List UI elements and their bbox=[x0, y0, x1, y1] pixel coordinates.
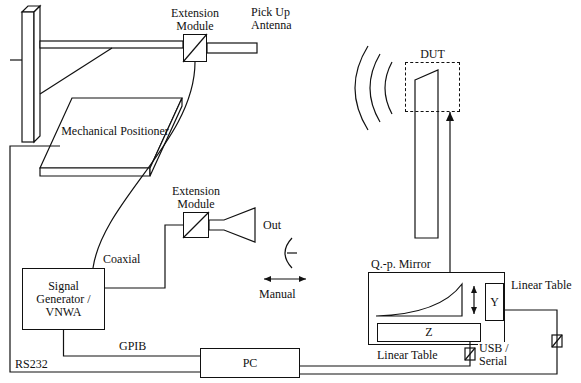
dish-stem bbox=[287, 252, 297, 253]
rf-parts bbox=[183, 34, 562, 360]
edge-label: GPIB bbox=[118, 340, 147, 353]
post bbox=[22, 12, 34, 142]
pickup-antenna bbox=[207, 43, 257, 53]
node-heading: Extension Module bbox=[165, 185, 227, 211]
connector bbox=[300, 342, 470, 366]
mirror-box: Q.-p. MirrorZY bbox=[368, 272, 505, 345]
node-heading: DUT bbox=[413, 48, 453, 61]
connector bbox=[449, 112, 450, 272]
linear-table-z: Z bbox=[377, 323, 481, 342]
connector bbox=[300, 310, 557, 374]
node-text: Z bbox=[425, 326, 432, 339]
node-heading: Q.-p. Mirror bbox=[371, 258, 451, 271]
horn-antenna bbox=[209, 208, 255, 242]
extension-module: Extension Module bbox=[183, 34, 207, 62]
dut-region: DUT bbox=[405, 62, 460, 112]
manual-label: Manual bbox=[258, 288, 297, 301]
antenna-label: Pick Up Antenna bbox=[250, 6, 304, 32]
platform bbox=[40, 98, 182, 168]
connector bbox=[93, 62, 195, 268]
wave bbox=[385, 62, 392, 114]
node-heading: Extension Module bbox=[164, 7, 226, 33]
connector bbox=[10, 146, 200, 372]
arm bbox=[40, 41, 183, 48]
signal-generator-box: Signal Generator / VNWA bbox=[22, 268, 105, 330]
mirror-curve bbox=[376, 284, 462, 316]
node-text: Y bbox=[490, 296, 499, 309]
dut-waveguide bbox=[415, 70, 438, 238]
brace bbox=[40, 48, 112, 94]
pc-box: PC bbox=[200, 348, 300, 378]
node-text: Signal Generator / VNWA bbox=[23, 280, 104, 319]
platform-edge bbox=[40, 168, 150, 176]
output-label: Out bbox=[262, 219, 282, 232]
positioner-label-area: Mechanical Positioner bbox=[60, 110, 170, 152]
node-text: Mechanical Positioner bbox=[61, 125, 169, 138]
module-diagonal bbox=[183, 212, 209, 238]
manual-arrow bbox=[264, 278, 306, 279]
wave bbox=[370, 54, 380, 122]
stand-leg bbox=[10, 59, 22, 60]
connector bbox=[64, 330, 201, 356]
interface-label: USB / Serial bbox=[478, 342, 522, 368]
edge-label: RS232 bbox=[14, 358, 49, 371]
positioner-stand bbox=[10, 6, 183, 176]
edge-label: Coaxial bbox=[102, 253, 141, 266]
linear-table-label: Linear Table bbox=[376, 349, 439, 362]
travel-arrow bbox=[473, 286, 474, 314]
node-text: PC bbox=[243, 357, 258, 370]
extension-module: Extension Module bbox=[183, 212, 209, 238]
linear-table-label: Linear Table bbox=[510, 279, 573, 292]
module-diagonal bbox=[183, 34, 207, 62]
wave bbox=[355, 46, 368, 130]
linear-table-y: Y bbox=[485, 283, 504, 321]
post-side bbox=[34, 6, 40, 142]
